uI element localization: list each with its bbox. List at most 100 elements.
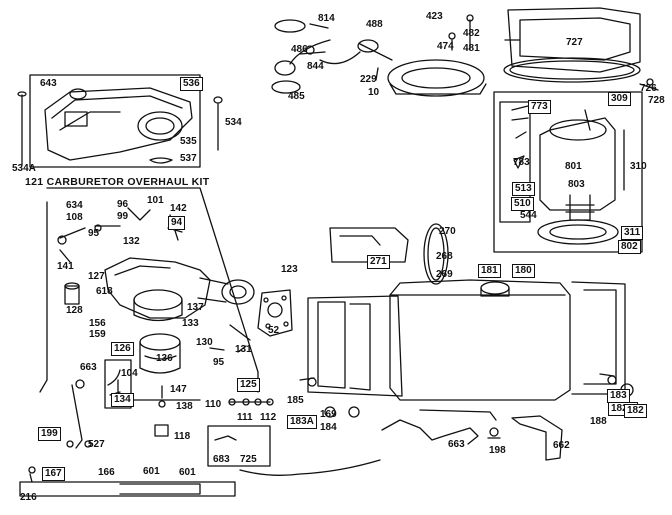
main-tank-drawing [299, 279, 634, 418]
part-label: 131 [235, 344, 252, 355]
part-label: 601 [179, 467, 196, 478]
part-label: 801 [565, 161, 582, 172]
gasket-drawing [257, 289, 293, 337]
part-label: 112 [260, 412, 277, 423]
part-label: 663 [80, 362, 97, 373]
part-label: 52 [268, 325, 280, 336]
filter-drawing [329, 223, 449, 285]
ignition-drawing [271, 14, 487, 97]
part-label: 601 [143, 466, 160, 477]
part-label: 485 [288, 91, 305, 102]
part-label: 474 [437, 41, 454, 52]
part-label: 182 [624, 404, 647, 418]
carburetor-drawing [57, 207, 255, 437]
part-label: 138 [176, 401, 193, 412]
part-label: 167 [42, 467, 65, 481]
part-label: 185 [287, 395, 304, 406]
part-label: 159 [89, 329, 106, 340]
part-label: 482 [463, 28, 480, 39]
part-label: 229 [360, 74, 377, 85]
part-label: 198 [489, 445, 506, 456]
part-label: 130 [196, 337, 213, 348]
kit-title: 121 CARBURETOR OVERHAUL KIT [25, 176, 210, 188]
part-label: 309 [608, 92, 631, 106]
part-label: 141 [57, 261, 74, 272]
part-label: 137 [187, 302, 204, 313]
part-label: 803 [568, 179, 585, 190]
part-label: 132 [123, 236, 140, 247]
part-label: 270 [439, 226, 456, 237]
part-label: 136 [156, 353, 173, 364]
fuel-tank-bolts [17, 91, 223, 166]
part-label: 94 [168, 216, 186, 230]
part-label: 618 [96, 286, 113, 297]
part-label: 216 [20, 492, 37, 503]
part-label: 725 [240, 454, 257, 465]
part-label: 269 [436, 269, 453, 280]
part-label: 125 [237, 378, 260, 392]
part-label: 99 [117, 211, 129, 222]
part-label: 104 [121, 368, 138, 379]
part-label: 534 [225, 117, 242, 128]
part-label: 184 [320, 422, 337, 433]
part-label: 683 [213, 454, 230, 465]
part-label: 96 [117, 199, 129, 210]
part-label: 188 [590, 416, 607, 427]
part-label: 773 [528, 100, 551, 114]
part-label: 536 [180, 77, 203, 91]
part-label: 423 [426, 11, 443, 22]
part-label: 488 [366, 19, 383, 30]
part-label: 527 [88, 439, 105, 450]
part-label: 534A [12, 163, 36, 174]
part-label: 663 [448, 439, 465, 450]
part-label: 199 [38, 427, 61, 441]
bracket-drawing [381, 409, 563, 461]
part-label: 271 [367, 255, 390, 269]
linkage-drawing [66, 379, 119, 449]
part-label: 310 [630, 161, 647, 172]
part-label: 513 [512, 182, 535, 196]
part-label: 537 [180, 153, 197, 164]
part-label: 123 [281, 264, 298, 275]
part-label: 662 [553, 440, 570, 451]
part-label: 133 [182, 318, 199, 329]
part-label: 183 [607, 389, 630, 403]
part-label: 311 [621, 226, 644, 240]
fuel-tank-drawing [29, 74, 201, 168]
part-label: 10 [368, 87, 380, 98]
part-label: 643 [40, 78, 57, 89]
part-label: 101 [147, 195, 164, 206]
part-label: 783 [513, 157, 530, 168]
part-label: 544 [520, 210, 537, 221]
part-label: 180 [512, 264, 535, 278]
part-label: 95 [213, 357, 225, 368]
part-label: 134 [111, 393, 134, 407]
part-label: 844 [307, 61, 324, 72]
part-label: 726 [640, 83, 657, 94]
part-label: 814 [318, 13, 335, 24]
part-label: 147 [170, 384, 187, 395]
part-label: 268 [436, 251, 453, 262]
part-label: 802 [618, 240, 641, 254]
part-label: 156 [89, 318, 106, 329]
part-label: 128 [66, 305, 83, 316]
part-label: 95 [88, 228, 100, 239]
flywheel-drawing [503, 7, 659, 91]
part-label: 169 [320, 409, 337, 420]
part-label: 127 [88, 271, 105, 282]
part-label: 181 [478, 264, 501, 278]
part-label: 108 [66, 212, 83, 223]
part-label: 118 [174, 431, 191, 442]
part-label: 142 [170, 203, 187, 214]
part-label: 728 [648, 95, 665, 106]
part-label: 634 [66, 200, 83, 211]
part-label: 727 [566, 37, 583, 48]
starter-box [493, 91, 643, 253]
part-label: 126 [111, 342, 134, 356]
part-label: 510 [511, 197, 534, 211]
part-label: 486 [291, 44, 308, 55]
part-label: 166 [98, 467, 115, 478]
part-label: 481 [463, 43, 480, 54]
